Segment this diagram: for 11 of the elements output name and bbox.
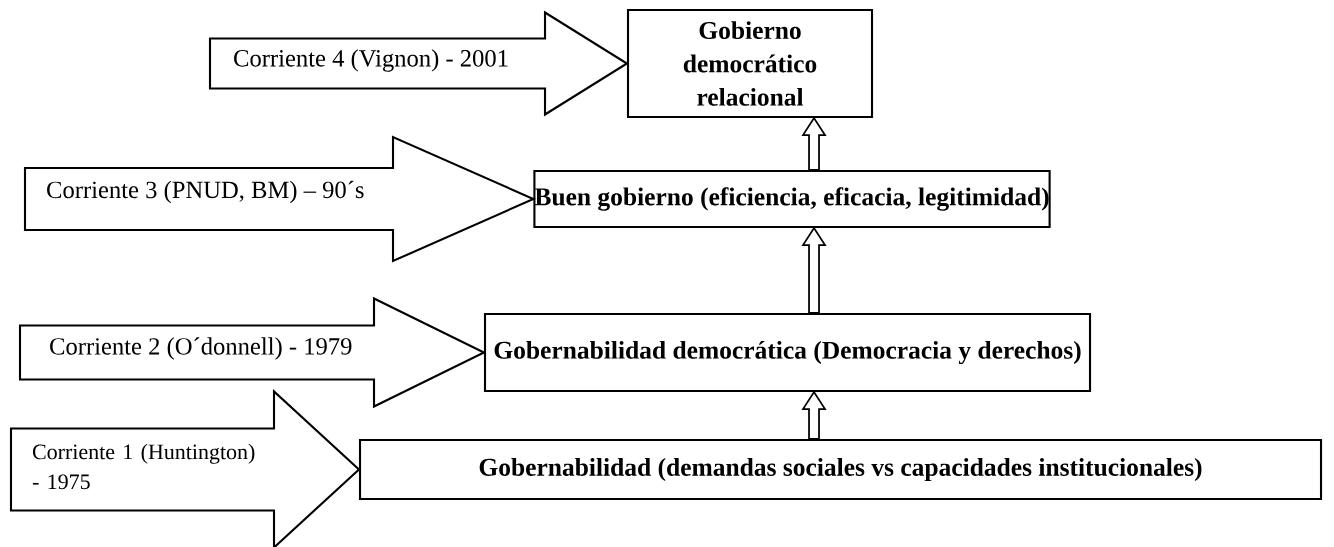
edge-label: Corriente 2 (O´donnell) - 1979	[49, 337, 353, 360]
edge-label: Corriente 3 (PNUD, BM) – 90´s	[46, 180, 365, 204]
arrow	[801, 390, 827, 440]
arrow	[801, 116, 827, 171]
process-box: Gobernabilidad democrática (Democracia y derechos)	[483, 312, 1092, 393]
process-box: Gobierno democrático relacional	[626, 8, 874, 119]
edge-label: Corriente 1 (Huntington) - 1975	[32, 443, 258, 490]
arrow	[801, 226, 827, 314]
process-box: Gobernabilidad (demandas sociales vs capacidades institucionales)	[358, 438, 1323, 501]
process-box: Buen gobierno (eficiencia, eficacia, legitimidad)	[533, 169, 1051, 229]
edge-label: Corriente 4 (Vignon) - 2001	[233, 49, 509, 72]
